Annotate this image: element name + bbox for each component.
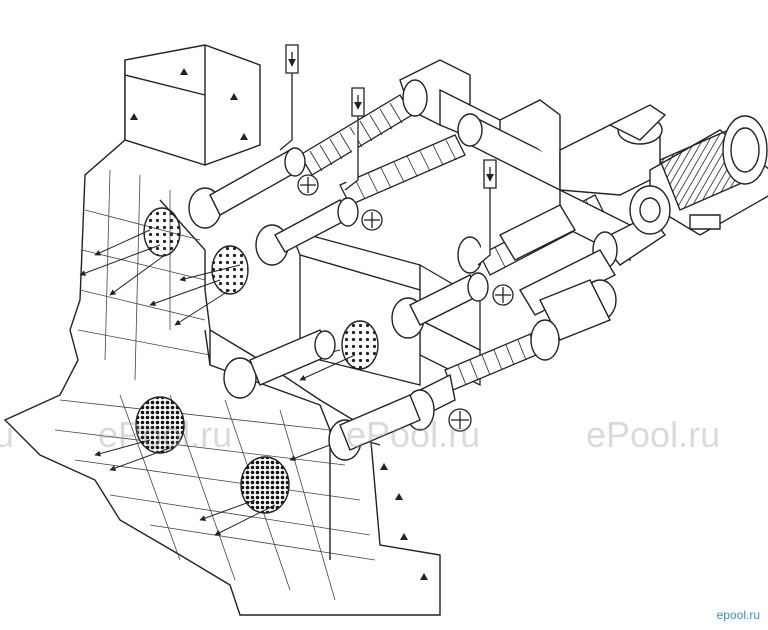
main-drain-2 [241,457,289,513]
valve-1 [298,175,318,195]
main-drain-1 [136,397,184,453]
inlet-disc-2 [212,246,248,294]
pump-motor [630,116,768,235]
valve-4 [449,409,471,431]
inlet-disc-3 [342,321,378,369]
drain-pipe [340,395,420,450]
valves [298,175,513,431]
watermark-text: ePool.ru [346,414,481,455]
pump-housing [630,186,670,234]
flow-indicators [280,45,496,265]
motor-end-cap [723,116,767,184]
valve-2 [362,210,382,230]
inlet-disc-1 [144,208,180,256]
fitting-ring-4 [224,358,256,398]
pipe-network [210,60,665,450]
watermark-text: ePool.ru [586,414,721,455]
valve-3 [493,285,513,305]
brand-label[interactable]: epool.ru [716,608,760,622]
watermark-text: ePool.ru [98,414,233,455]
main-drains [136,397,289,513]
pool-wall [5,45,440,615]
flow-arrows [79,230,355,535]
wall-inlets [144,188,424,460]
watermark-text: ru [0,414,15,455]
